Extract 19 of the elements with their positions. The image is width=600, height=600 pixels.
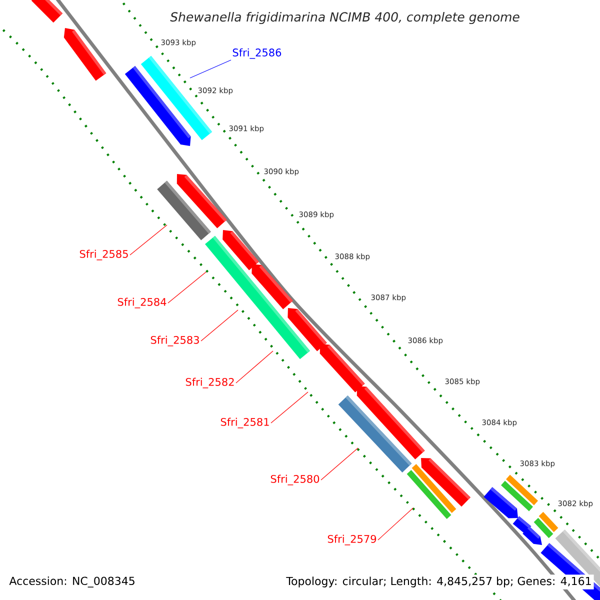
leader-line <box>270 392 308 424</box>
gene-label: Sfri_2581 <box>220 418 269 428</box>
gene-label: Sfri_2585 <box>80 250 128 260</box>
accession-note: Accession: NC_008345 <box>9 576 134 588</box>
gene-label: Sfri_2584 <box>118 298 166 308</box>
gene-label: Sfri_2579 <box>328 534 376 546</box>
gene-label: Sfri_2580 <box>270 474 320 486</box>
leader-line <box>168 272 206 304</box>
genome-info-note: Topology: circular; Length: 4,845,257 bp; Genes: 4,161 <box>284 574 594 590</box>
gene-label: Sfri_2583 <box>150 336 199 346</box>
gene-label: Sfri_2582 <box>186 378 234 388</box>
leader-line <box>320 448 358 480</box>
leader-line <box>236 350 274 384</box>
leader-line <box>200 310 238 342</box>
leader-line <box>130 224 168 256</box>
title: Shewanella frigidimarina NCIMB 400, complete genome <box>170 12 520 24</box>
leader-line <box>190 60 232 78</box>
leader-line <box>378 508 414 540</box>
gene-label: Sfri_2586 <box>232 48 282 59</box>
